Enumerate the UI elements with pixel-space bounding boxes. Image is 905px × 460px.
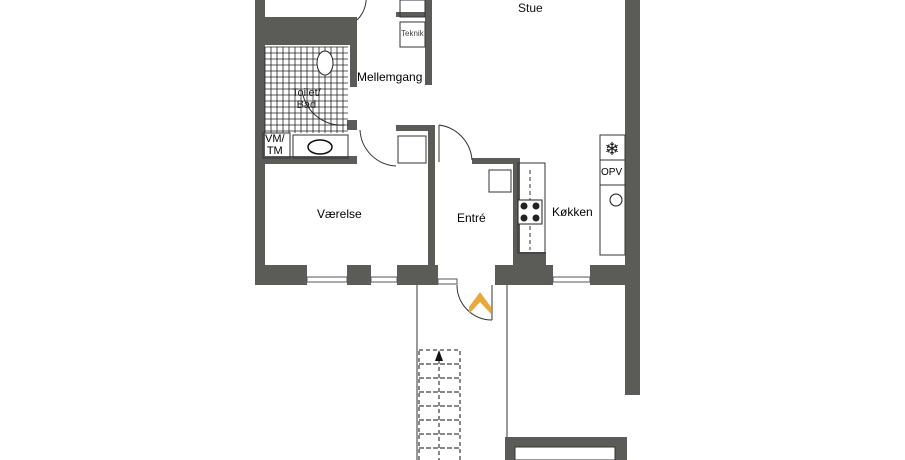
- stair-arrow-icon: [435, 350, 443, 361]
- room-label-entre: Entré: [457, 211, 486, 225]
- windows: [306, 276, 591, 285]
- room-label-kokken: Køkken: [552, 205, 593, 219]
- vm-tm-label: VM/ TM: [265, 133, 285, 157]
- entrance-arrow-icon: [469, 292, 491, 314]
- room-label-vaerelse: Værelse: [317, 207, 362, 221]
- freezer-snowflake-icon: ❄: [604, 139, 619, 159]
- vm-label: VM/: [265, 133, 285, 145]
- toilet-label: Toilet/: [292, 87, 321, 99]
- bad-label: Bad: [296, 99, 317, 111]
- opv-label: OPV: [601, 167, 623, 178]
- walls: [255, 0, 640, 395]
- room-label-stue: Stue: [518, 1, 543, 15]
- room-label-mellemgang: Mellemgang: [357, 70, 423, 84]
- stove-icon: [517, 199, 543, 225]
- bathroom-tiles: [264, 46, 348, 133]
- room-label-teknik: Teknik: [401, 29, 424, 38]
- sink-icon: [307, 139, 333, 155]
- stair: [418, 349, 461, 460]
- tm-label: TM: [266, 145, 283, 157]
- room-label-toilet-bad: Toilet/ Bad: [292, 87, 321, 111]
- toilet-icon: [316, 50, 334, 76]
